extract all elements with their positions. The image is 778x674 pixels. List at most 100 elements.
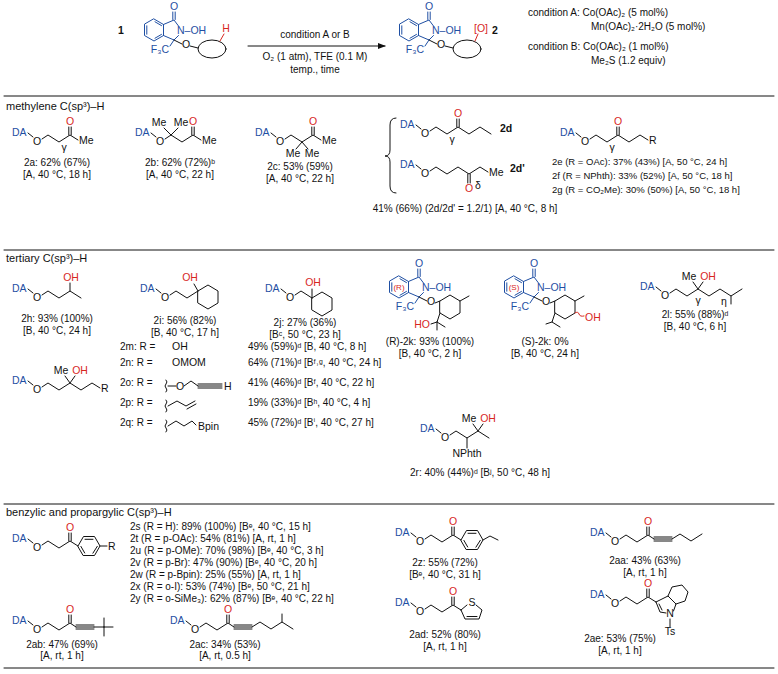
yield-condition-text: 45% (72%)ᵈ [Bⁱ, 40 °C, 27 h] xyxy=(248,417,374,429)
oxidized-atom-label: O xyxy=(224,603,232,615)
yield-condition-text: [A, 40 °C, 18 h] xyxy=(23,169,91,181)
atom-label: O xyxy=(421,167,429,179)
yield-condition-text: 2u (R = p-OMe): 70% (98%) [Bᵉ, 40 °C, 3 … xyxy=(130,545,324,557)
oxidized-atom-label: OH xyxy=(72,364,88,376)
yield-condition-text: 2t (R = p-OAc): 54% (81%) [A, rt, 1 h] xyxy=(130,533,296,545)
yield-condition-text: [A, rt, 1 h] xyxy=(623,567,666,579)
atom-label: DA xyxy=(12,532,27,544)
oxidized-atom-label: O xyxy=(644,515,652,527)
atom-label: γ xyxy=(449,133,454,145)
yield-condition-text: O₂ (1 atm), TFE (0.1 M) xyxy=(263,51,368,63)
atom-label: O xyxy=(661,289,669,301)
atom-label: DA xyxy=(12,126,27,138)
yield-condition-text: 2e (R = OAc): 37% (43%) [A, 50 °C, 24 h] xyxy=(552,157,727,168)
oxidized-atom-label: OH xyxy=(63,271,79,283)
oxidized-bond xyxy=(475,34,478,41)
atom-label: OMOM xyxy=(172,356,206,368)
yield-condition-text: [A, rt, 1 h] xyxy=(40,650,83,662)
stereo-descriptor: (R) xyxy=(393,283,404,292)
skeleton xyxy=(411,527,498,550)
yield-condition-text: [B, 40 °C, 2 h] xyxy=(399,348,461,360)
yield-condition-text: (R)-2k: 93% (100%) xyxy=(386,336,474,348)
yield-condition-text: 2z: 55% (72%) xyxy=(412,557,478,569)
yield-condition-text: 2n: R = xyxy=(120,357,153,369)
structure-2s-2y xyxy=(28,533,107,556)
atom-label: Ts xyxy=(665,625,676,637)
yield-condition-text: [B, 40 °C, 24 h] xyxy=(23,325,91,337)
atom-label: DA xyxy=(560,126,575,138)
atom-label: N–OH xyxy=(177,24,206,36)
oxidized-atom-label: O xyxy=(644,577,652,589)
atom-label: O xyxy=(156,135,164,147)
substrate-structure xyxy=(145,12,227,58)
yield-condition-text: condition A: Co(OAc)₂ (5 mol%) xyxy=(528,7,668,19)
atom-label: γ xyxy=(695,294,700,306)
oxidized-atom-label: OH xyxy=(305,276,321,288)
skeleton xyxy=(156,284,218,309)
structure-2c xyxy=(271,127,321,149)
directing-scaffold xyxy=(145,12,179,46)
oxidized-atom-label: O xyxy=(465,182,473,194)
yield-condition-text: 49% (59%)ᵈ [B, 40 °C, 8 h] xyxy=(248,341,366,353)
structure-2r xyxy=(436,424,489,448)
atom-label: DA xyxy=(590,588,605,600)
atom-label: O xyxy=(437,38,445,50)
section-rule xyxy=(4,96,774,97)
atom-label: O xyxy=(611,535,619,547)
oxidized-atom-label: OH xyxy=(585,311,601,323)
yield-condition-text: 2aa: 43% (63%) xyxy=(609,555,681,567)
atom-label: O xyxy=(33,291,41,303)
atom-label: DA xyxy=(400,118,415,130)
atom-label: O xyxy=(286,291,294,303)
atom-label: Me xyxy=(489,166,504,178)
section-rule xyxy=(4,504,774,505)
atom-label: Me xyxy=(462,412,477,424)
yield-condition-text: [Bᵉ, 40 °C, 31 h] xyxy=(409,569,481,581)
structure-S-2k xyxy=(505,269,585,327)
atom-label: O xyxy=(176,380,184,392)
yield-condition-text: [B, 40 °C, 17 h] xyxy=(151,327,219,339)
atom-label: O xyxy=(33,623,41,635)
substituent-2o xyxy=(165,380,222,392)
atom-label: DA xyxy=(12,374,27,386)
atom-label: DA xyxy=(12,282,27,294)
atom-label: O xyxy=(415,257,423,269)
yield-condition-text: 2x (R = o-I): 53% (74%) [Bᵉ, 50 °C, 21 h… xyxy=(130,581,310,593)
yield-condition-text: 2w (R = p-Bpin): 25% (55%) [A, rt, 1 h] xyxy=(130,569,301,581)
yield-condition-text: 2ae: 53% (75%) xyxy=(584,633,656,645)
compound-number: 2 xyxy=(492,24,498,36)
atom-label: DA xyxy=(12,614,27,626)
atom-label: DA xyxy=(395,526,410,538)
atom-label: DA xyxy=(135,126,150,138)
oxidized-atom-label: [O] xyxy=(474,22,488,34)
atom-label: O xyxy=(416,535,424,547)
yield-condition-text: [A, rt, 0.5 h] xyxy=(199,650,251,662)
yield-condition-text: 2o: R = xyxy=(120,377,153,389)
atom-label: O xyxy=(182,38,190,50)
compound-number: 2d' xyxy=(510,162,525,174)
atom-label: O xyxy=(581,135,589,147)
oxidized-atom-label: HO xyxy=(414,318,430,330)
product-structure xyxy=(400,12,482,58)
atom-label: Me xyxy=(202,134,217,146)
yield-condition-text: 2ac: 34% (53%) xyxy=(189,639,260,651)
oxidized-atom-label: O xyxy=(449,585,457,597)
atom-label: DA xyxy=(170,614,185,626)
structure-2z xyxy=(411,527,498,550)
yield-condition-text: temp., time xyxy=(290,64,339,76)
oxidized-atom-label: O xyxy=(309,115,317,127)
yield-condition-text: 2l: 55% (88%)ᵈ xyxy=(662,309,729,321)
yield-condition-text: 2ad: 52% (80%) xyxy=(409,629,481,641)
yield-condition-text: 2q: R = xyxy=(120,417,153,429)
atom-label: O xyxy=(611,597,619,609)
structure-2ae xyxy=(606,585,688,627)
atom-label: η xyxy=(721,295,727,307)
atom-label: Me xyxy=(174,116,189,128)
yield-condition-text: 2b: 62% (72%)ᵇ xyxy=(145,157,215,169)
yield-condition-text: [A, rt, 1 h] xyxy=(423,641,466,653)
yield-condition-text: Me₂S (1.2 equiv) xyxy=(591,55,665,67)
section-rule xyxy=(4,668,774,669)
compound-number: 1 xyxy=(118,24,124,36)
atom-label: R xyxy=(108,540,116,552)
